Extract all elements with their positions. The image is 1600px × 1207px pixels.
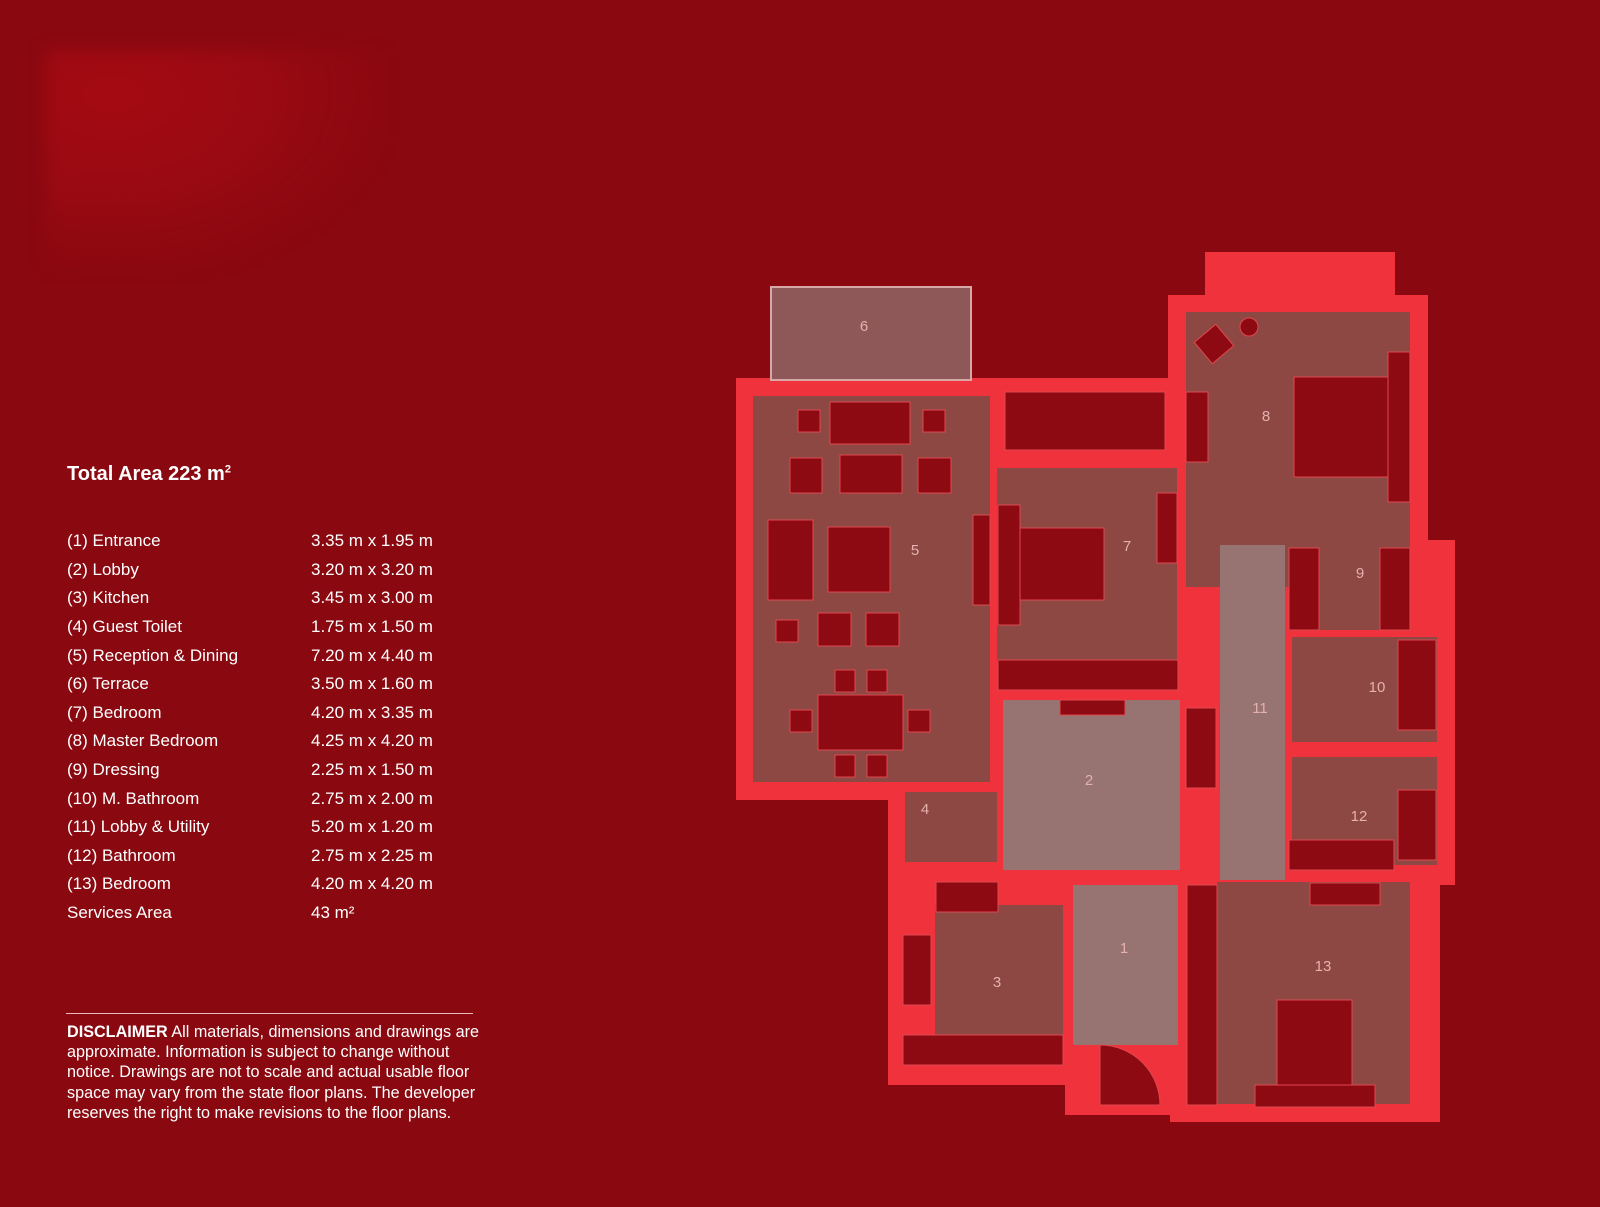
room-name: (12) Bathroom bbox=[67, 845, 176, 865]
furniture bbox=[767, 317, 1437, 1108]
room-size: 2.25 m x 1.50 m bbox=[311, 760, 433, 780]
room-size: 4.20 m x 4.20 m bbox=[311, 874, 433, 894]
room-name: (6) Terrace bbox=[67, 674, 149, 694]
room-label-9: 9 bbox=[1356, 565, 1364, 582]
room-size: 5.20 m x 1.20 m bbox=[311, 817, 433, 837]
room-name: Services Area bbox=[67, 903, 172, 923]
room-name: (7) Bedroom bbox=[67, 702, 162, 722]
room-row: (3) Kitchen 3.45 m x 3.00 m bbox=[67, 584, 433, 613]
total-area-heading: Total Area 223 m2 bbox=[67, 463, 231, 485]
room-row: Services Area 43 m² bbox=[67, 899, 433, 928]
blurred-logo bbox=[45, 50, 385, 270]
room-name: (9) Dressing bbox=[67, 760, 160, 780]
room-label-5: 5 bbox=[911, 542, 919, 559]
room-row: (11) Lobby & Utility 5.20 m x 1.20 m bbox=[67, 813, 433, 842]
room-row: (12) Bathroom 2.75 m x 2.25 m bbox=[67, 842, 433, 871]
room-name: (3) Kitchen bbox=[67, 588, 150, 608]
room-row: (8) Master Bedroom 4.25 m x 4.20 m bbox=[67, 727, 433, 756]
room-size: 43 m² bbox=[311, 903, 355, 923]
circulation bbox=[1003, 545, 1285, 1045]
room-row: (4) Guest Toilet 1.75 m x 1.50 m bbox=[67, 613, 433, 642]
room-size: 3.45 m x 3.00 m bbox=[311, 588, 433, 608]
room-name: (13) Bedroom bbox=[67, 874, 171, 894]
room-name: (1) Entrance bbox=[67, 531, 161, 551]
room-size: 2.75 m x 2.00 m bbox=[311, 788, 433, 808]
room-row: (13) Bedroom 4.20 m x 4.20 m bbox=[67, 870, 433, 899]
room-label-11: 11 bbox=[1252, 700, 1268, 717]
room-label-8: 8 bbox=[1262, 408, 1270, 425]
room-size: 7.20 m x 4.40 m bbox=[311, 645, 433, 665]
room-row: (1) Entrance 3.35 m x 1.95 m bbox=[67, 527, 433, 556]
room-label-6: 6 bbox=[860, 318, 868, 335]
room-name: (11) Lobby & Utility bbox=[67, 817, 210, 837]
room-label-3: 3 bbox=[993, 974, 1001, 991]
room-row: (7) Bedroom 4.20 m x 3.35 m bbox=[67, 699, 433, 728]
room-label-13: 13 bbox=[1315, 958, 1332, 975]
room-size: 1.75 m x 1.50 m bbox=[311, 617, 433, 637]
room-row: (5) Reception & Dining 7.20 m x 4.40 m bbox=[67, 641, 433, 670]
divider bbox=[66, 1013, 473, 1014]
room-name: (10) M. Bathroom bbox=[67, 788, 200, 808]
room-schedule: (1) Entrance 3.35 m x 1.95 m (2) Lobby 3.20… bbox=[67, 527, 433, 927]
room-size: 3.20 m x 3.20 m bbox=[311, 559, 433, 579]
room-numbers: 1 2 3 4 5 6 7 8 9 10 11 12 13 bbox=[860, 318, 1386, 991]
room-label-12: 12 bbox=[1351, 808, 1368, 825]
room-name: (8) Master Bedroom bbox=[67, 731, 219, 751]
room-row: (6) Terrace 3.50 m x 1.60 m bbox=[67, 670, 433, 699]
room-label-10: 10 bbox=[1369, 679, 1386, 696]
room-name: (2) Lobby bbox=[67, 559, 139, 579]
room-size: 3.35 m x 1.95 m bbox=[311, 531, 433, 551]
room-row: (2) Lobby 3.20 m x 3.20 m bbox=[67, 556, 433, 585]
room-size: 4.25 m x 4.20 m bbox=[311, 731, 433, 751]
room-name: (5) Reception & Dining bbox=[67, 645, 239, 665]
room-label-1: 1 bbox=[1120, 940, 1128, 957]
room-label-4: 4 bbox=[921, 801, 929, 818]
room-label-2: 2 bbox=[1085, 772, 1093, 789]
room-size: 3.50 m x 1.60 m bbox=[311, 674, 433, 694]
room-row: (9) Dressing 2.25 m x 1.50 m bbox=[67, 756, 433, 785]
room-name: (4) Guest Toilet bbox=[67, 617, 182, 637]
room-row: (10) M. Bathroom 2.75 m x 2.00 m bbox=[67, 784, 433, 813]
room-size: 2.75 m x 2.25 m bbox=[311, 845, 433, 865]
disclaimer: DISCLAIMER All materials, dimensions and… bbox=[67, 1023, 480, 1122]
terrace bbox=[770, 286, 972, 381]
room-label-7: 7 bbox=[1123, 538, 1131, 555]
room-size: 4.20 m x 3.35 m bbox=[311, 702, 433, 722]
